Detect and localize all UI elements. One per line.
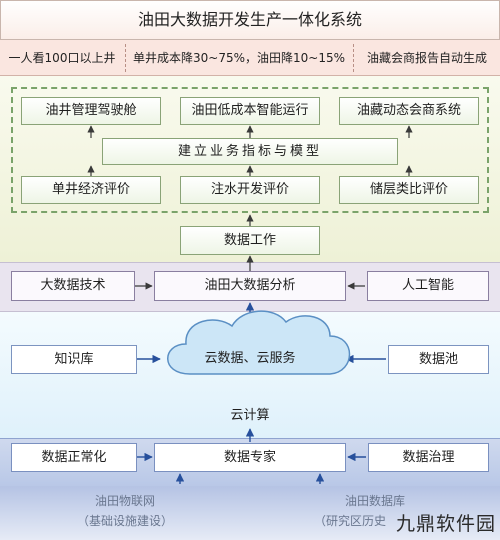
goals-band bbox=[0, 40, 500, 76]
title-band bbox=[0, 0, 500, 40]
box-big-data-tech: 大数据技术 bbox=[11, 271, 135, 301]
box-business-model: 建立业务指标与模型 bbox=[102, 138, 398, 165]
source-database-subtitle: （研究区历史 bbox=[313, 514, 386, 528]
goal-divider bbox=[353, 44, 354, 72]
box-reservoir-consultation: 油藏动态会商系统 bbox=[339, 97, 479, 125]
application-layer-frame bbox=[11, 87, 489, 213]
box-low-cost-operation: 油田低成本智能运行 bbox=[180, 97, 320, 125]
diagram-title: 油田大数据开发生产一体化系统 bbox=[137, 10, 362, 29]
box-well-cockpit: 油井管理驾驶舱 bbox=[21, 97, 161, 125]
box-waterflood-eval: 注水开发评价 bbox=[180, 176, 320, 204]
box-artificial-intelligence: 人工智能 bbox=[367, 271, 489, 301]
site-watermark: 九鼎软件园 bbox=[395, 513, 496, 535]
box-well-economic-eval: 单井经济评价 bbox=[21, 176, 161, 204]
box-data-expert: 数据专家 bbox=[154, 443, 346, 472]
goal-divider bbox=[125, 44, 126, 72]
box-oilfield-big-data-analysis: 油田大数据分析 bbox=[154, 271, 346, 301]
goal-wells-per-person: 一人看100口以上井 bbox=[8, 51, 116, 65]
goal-cost-reduction: 单井成本降30~75%，油田降10~15% bbox=[133, 51, 345, 65]
box-data-normalization: 数据正常化 bbox=[11, 443, 137, 472]
source-iot-subtitle: （基础设施建设） bbox=[76, 514, 173, 528]
box-knowledge-base: 知识库 bbox=[11, 345, 137, 374]
source-database-name: 油田数据库 bbox=[344, 494, 405, 508]
source-iot-name: 油田物联网 bbox=[94, 494, 155, 508]
data-source-band bbox=[0, 486, 500, 540]
box-reservoir-analog-eval: 储层类比评价 bbox=[339, 176, 479, 204]
goal-auto-report: 油藏会商报告自动生成 bbox=[366, 51, 487, 65]
box-data-governance: 数据治理 bbox=[368, 443, 489, 472]
cloud-shape bbox=[167, 310, 351, 375]
cloud-data-services-label: 云数据、云服务 bbox=[204, 351, 296, 366]
box-data-work: 数据工作 bbox=[180, 226, 320, 255]
box-data-pool: 数据池 bbox=[388, 345, 489, 374]
cloud-computing-label: 云计算 bbox=[230, 408, 270, 423]
